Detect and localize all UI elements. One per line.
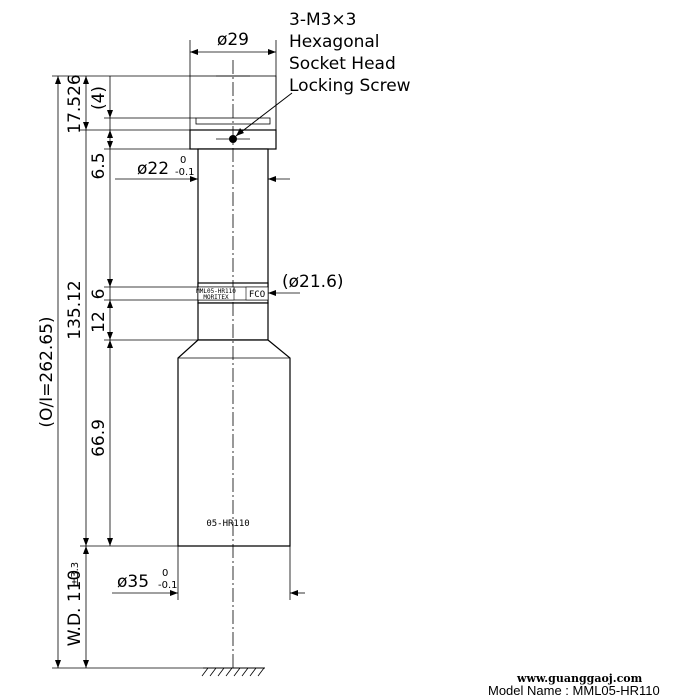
lens-body xyxy=(177,75,291,547)
neck-tol-upper: 0 xyxy=(180,155,186,166)
neck-diameter-label: ø22 xyxy=(137,159,169,179)
body-dia-arrows xyxy=(170,590,298,596)
neck-tol-lower: -0.1 xyxy=(175,167,195,178)
ground-hatch xyxy=(201,667,265,677)
model-name: Model Name : MML05-HR110 xyxy=(488,683,660,698)
screw-hole-icon xyxy=(229,135,237,143)
screw-leader-arrow xyxy=(236,128,244,136)
ring-dia-arrow xyxy=(268,290,276,296)
body-label: 05-HR110 xyxy=(206,519,249,529)
screw-note-line4: Locking Screw xyxy=(289,76,411,96)
main-body xyxy=(177,339,291,547)
ring-code-box xyxy=(245,286,269,301)
ring-height-label: 6 xyxy=(89,289,109,300)
body-tol-upper: 0 xyxy=(162,568,168,579)
upper-length-label: 135.12 xyxy=(65,280,85,339)
ring-label: MML05-HR110 xyxy=(196,288,236,295)
screw-note-line2: Hexagonal xyxy=(289,32,380,52)
ring-code: FCO xyxy=(249,290,265,300)
wd-tolerance-label: ±3.3 xyxy=(70,562,81,586)
watermark: www.guanggaoj.com xyxy=(516,672,643,685)
screw-leader xyxy=(235,92,293,137)
ring-sublabel: MORITEX xyxy=(203,294,229,301)
ring-gap-label: 12 xyxy=(89,311,109,333)
body-tol-lower: -0.1 xyxy=(158,580,178,591)
overall-length-label: (O/I=262.65) xyxy=(37,316,57,427)
ground-symbol xyxy=(201,667,265,677)
extension-lines xyxy=(52,75,203,669)
body-length-label: 66.9 xyxy=(89,419,109,457)
screw-note-line1: 3-M3×3 xyxy=(289,10,357,30)
top-diameter-label: ø29 xyxy=(217,30,249,50)
top-height-label: 17.526 xyxy=(65,74,85,133)
ring-diameter-label: (ø21.6) xyxy=(282,272,344,292)
flange-height-label: (4) xyxy=(89,86,109,110)
body-diameter-label: ø35 xyxy=(117,572,149,592)
neck-offset-label: 6.5 xyxy=(89,152,109,179)
screw-note-line3: Socket Head xyxy=(289,54,396,74)
ring-label-box xyxy=(197,286,235,301)
upper-dim-arrows xyxy=(83,76,89,668)
working-distance-label: W.D. 110 xyxy=(65,570,85,647)
